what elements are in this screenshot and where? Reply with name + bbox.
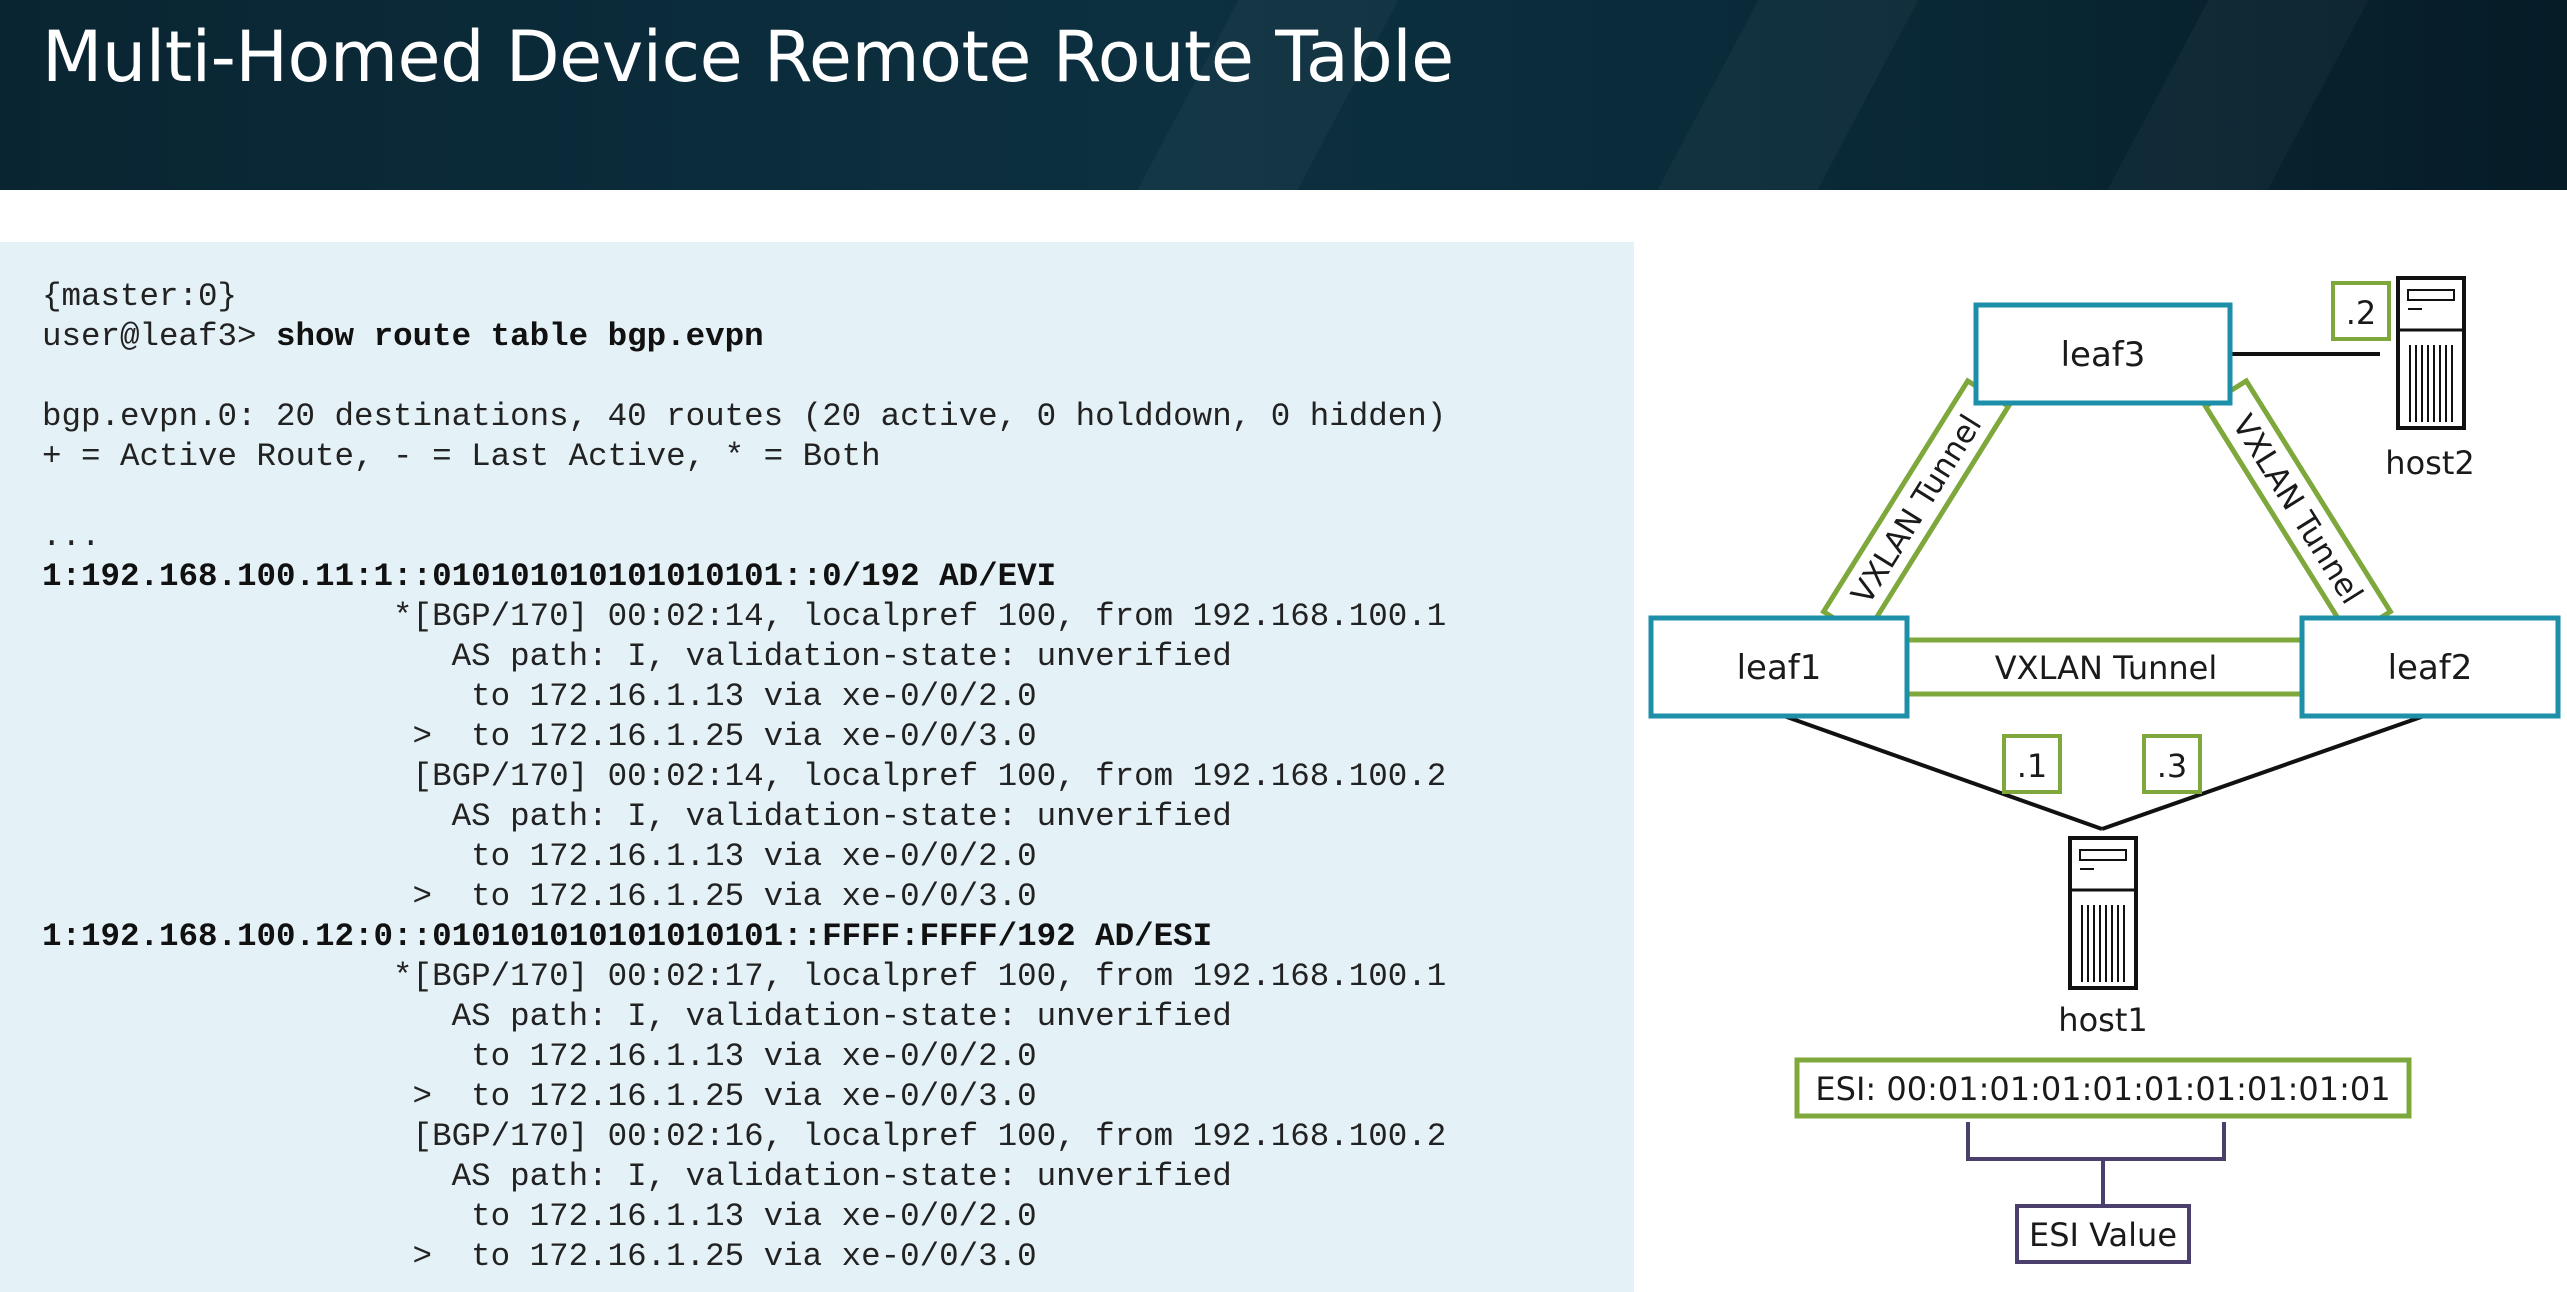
esi-value-frame [2015, 1204, 2191, 1264]
cli-output: {master:0}user@leaf3> show route table b… [42, 277, 1446, 1277]
cli-line: bgp.evpn.0: 20 destinations, 40 routes (… [42, 398, 1447, 435]
cli-line: [BGP/170] 00:02:14, localpref 100, from … [42, 758, 1447, 795]
host1-label: host1 [2058, 1001, 2147, 1039]
cli-line: > to 172.16.1.25 via xe-0/0/3.0 [42, 1078, 1037, 1115]
leaf1-host1-address-label: .1 [2017, 747, 2048, 785]
topology-diagram: VXLAN Tunnel VXLAN Tunnel VXLAN Tunnel l… [1648, 276, 2561, 1264]
cli-command: show route table bgp.evpn [276, 318, 764, 355]
header-banner: Multi-Homed Device Remote Route Table [0, 0, 2567, 190]
cli-line: to 172.16.1.13 via xe-0/0/2.0 [42, 838, 1037, 875]
server-icon [2068, 836, 2138, 990]
cli-line: AS path: I, validation-state: unverified [42, 998, 1232, 1035]
cli-line: > to 172.16.1.25 via xe-0/0/3.0 [42, 1238, 1037, 1275]
leaf2-box [2299, 615, 2561, 719]
switch-leaf3: leaf3 [1973, 302, 2233, 406]
cli-blank-line [42, 357, 1446, 397]
leaf1-label: leaf1 [1737, 648, 1822, 688]
leaf3-box [1973, 302, 2233, 406]
switch-leaf1: leaf1 [1648, 615, 1910, 719]
address-leaf1-host1: .1 [2002, 734, 2062, 794]
header-stripe [2070, 0, 2390, 190]
tunnel-left-label: VXLAN Tunnel [1844, 409, 1989, 611]
server-icon [2396, 276, 2466, 430]
leaf2-host1-address-label: .3 [2157, 747, 2188, 785]
route-prefix-text: 1:192.168.100.12:0::010101010101010101::… [42, 918, 1213, 955]
cli-prompt: user@leaf3> [42, 318, 277, 355]
leaf1-host1-address-box [2002, 734, 2062, 794]
cli-line: *[BGP/170] 00:02:17, localpref 100, from… [42, 958, 1447, 995]
esi-box: ESI: 00:01:01:01:01:01:01:01:01:01 [1794, 1057, 2412, 1119]
vxlan-tunnel-bottom: VXLAN Tunnel [1903, 637, 2309, 697]
host2-address-box [2331, 281, 2391, 341]
leaf2-host1-address-box [2142, 734, 2202, 794]
link-leaf1-host1 [1783, 714, 2103, 831]
cli-line: to 172.16.1.13 via xe-0/0/2.0 [42, 678, 1037, 715]
leaf1-box [1648, 615, 1910, 719]
tunnel-right-label: VXLAN Tunnel [2225, 409, 2370, 611]
esi-box-frame [1794, 1057, 2412, 1119]
cli-line: {master:0} [42, 278, 238, 315]
link-leaf2-host1 [2101, 714, 2425, 831]
leaf2-label: leaf2 [2388, 648, 2473, 688]
cli-line: [BGP/170] 00:02:16, localpref 100, from … [42, 1118, 1447, 1155]
page-title: Multi-Homed Device Remote Route Table [42, 16, 1454, 98]
cli-line: AS path: I, validation-state: unverified [42, 798, 1232, 835]
cli-line: > to 172.16.1.25 via xe-0/0/3.0 [42, 878, 1037, 915]
header-stripe [1620, 0, 1940, 190]
cli-line: + = Active Route, - = Last Active, * = B… [42, 438, 881, 475]
leaf3-label: leaf3 [2061, 335, 2146, 375]
switch-leaf2: leaf2 [2299, 615, 2561, 719]
esi-value-box: ESI Value [2015, 1204, 2191, 1264]
vxlan-tunnel-left: VXLAN Tunnel [1820, 377, 2012, 641]
route-prefix-text: 1:192.168.100.11:1::010101010101010101::… [42, 558, 1057, 595]
esi-value-label: ESI Value [2029, 1216, 2177, 1254]
address-leaf2-host1: .3 [2142, 734, 2202, 794]
address-host2: .2 [2331, 281, 2391, 341]
cli-line: to 172.16.1.13 via xe-0/0/2.0 [42, 1038, 1037, 1075]
esi-label: ESI: 00:01:01:01:01:01:01:01:01:01 [1815, 1070, 2390, 1108]
cli-line: ... [42, 518, 101, 555]
cli-output-panel: {master:0}user@leaf3> show route table b… [0, 242, 1634, 1292]
cli-blank-line [42, 477, 1446, 517]
cli-line: AS path: I, validation-state: unverified [42, 638, 1232, 675]
cli-route-prefix: 1:192.168.100.11:1::010101010101010101::… [42, 557, 1446, 597]
host2-address-label: .2 [2346, 294, 2377, 332]
cli-line: *[BGP/170] 00:02:14, localpref 100, from… [42, 598, 1447, 635]
cli-command-line: user@leaf3> show route table bgp.evpn [42, 317, 1446, 357]
tunnel-bottom-label: VXLAN Tunnel [1995, 649, 2217, 687]
cli-route-prefix: 1:192.168.100.12:0::010101010101010101::… [42, 917, 1446, 957]
vxlan-tunnel-right: VXLAN Tunnel [2202, 377, 2394, 641]
host2-label: host2 [2385, 444, 2474, 482]
cli-line: > to 172.16.1.25 via xe-0/0/3.0 [42, 718, 1037, 755]
esi-value-bracket [1966, 1122, 2226, 1204]
cli-line: to 172.16.1.13 via xe-0/0/2.0 [42, 1198, 1037, 1235]
cli-line: AS path: I, validation-state: unverified [42, 1158, 1232, 1195]
